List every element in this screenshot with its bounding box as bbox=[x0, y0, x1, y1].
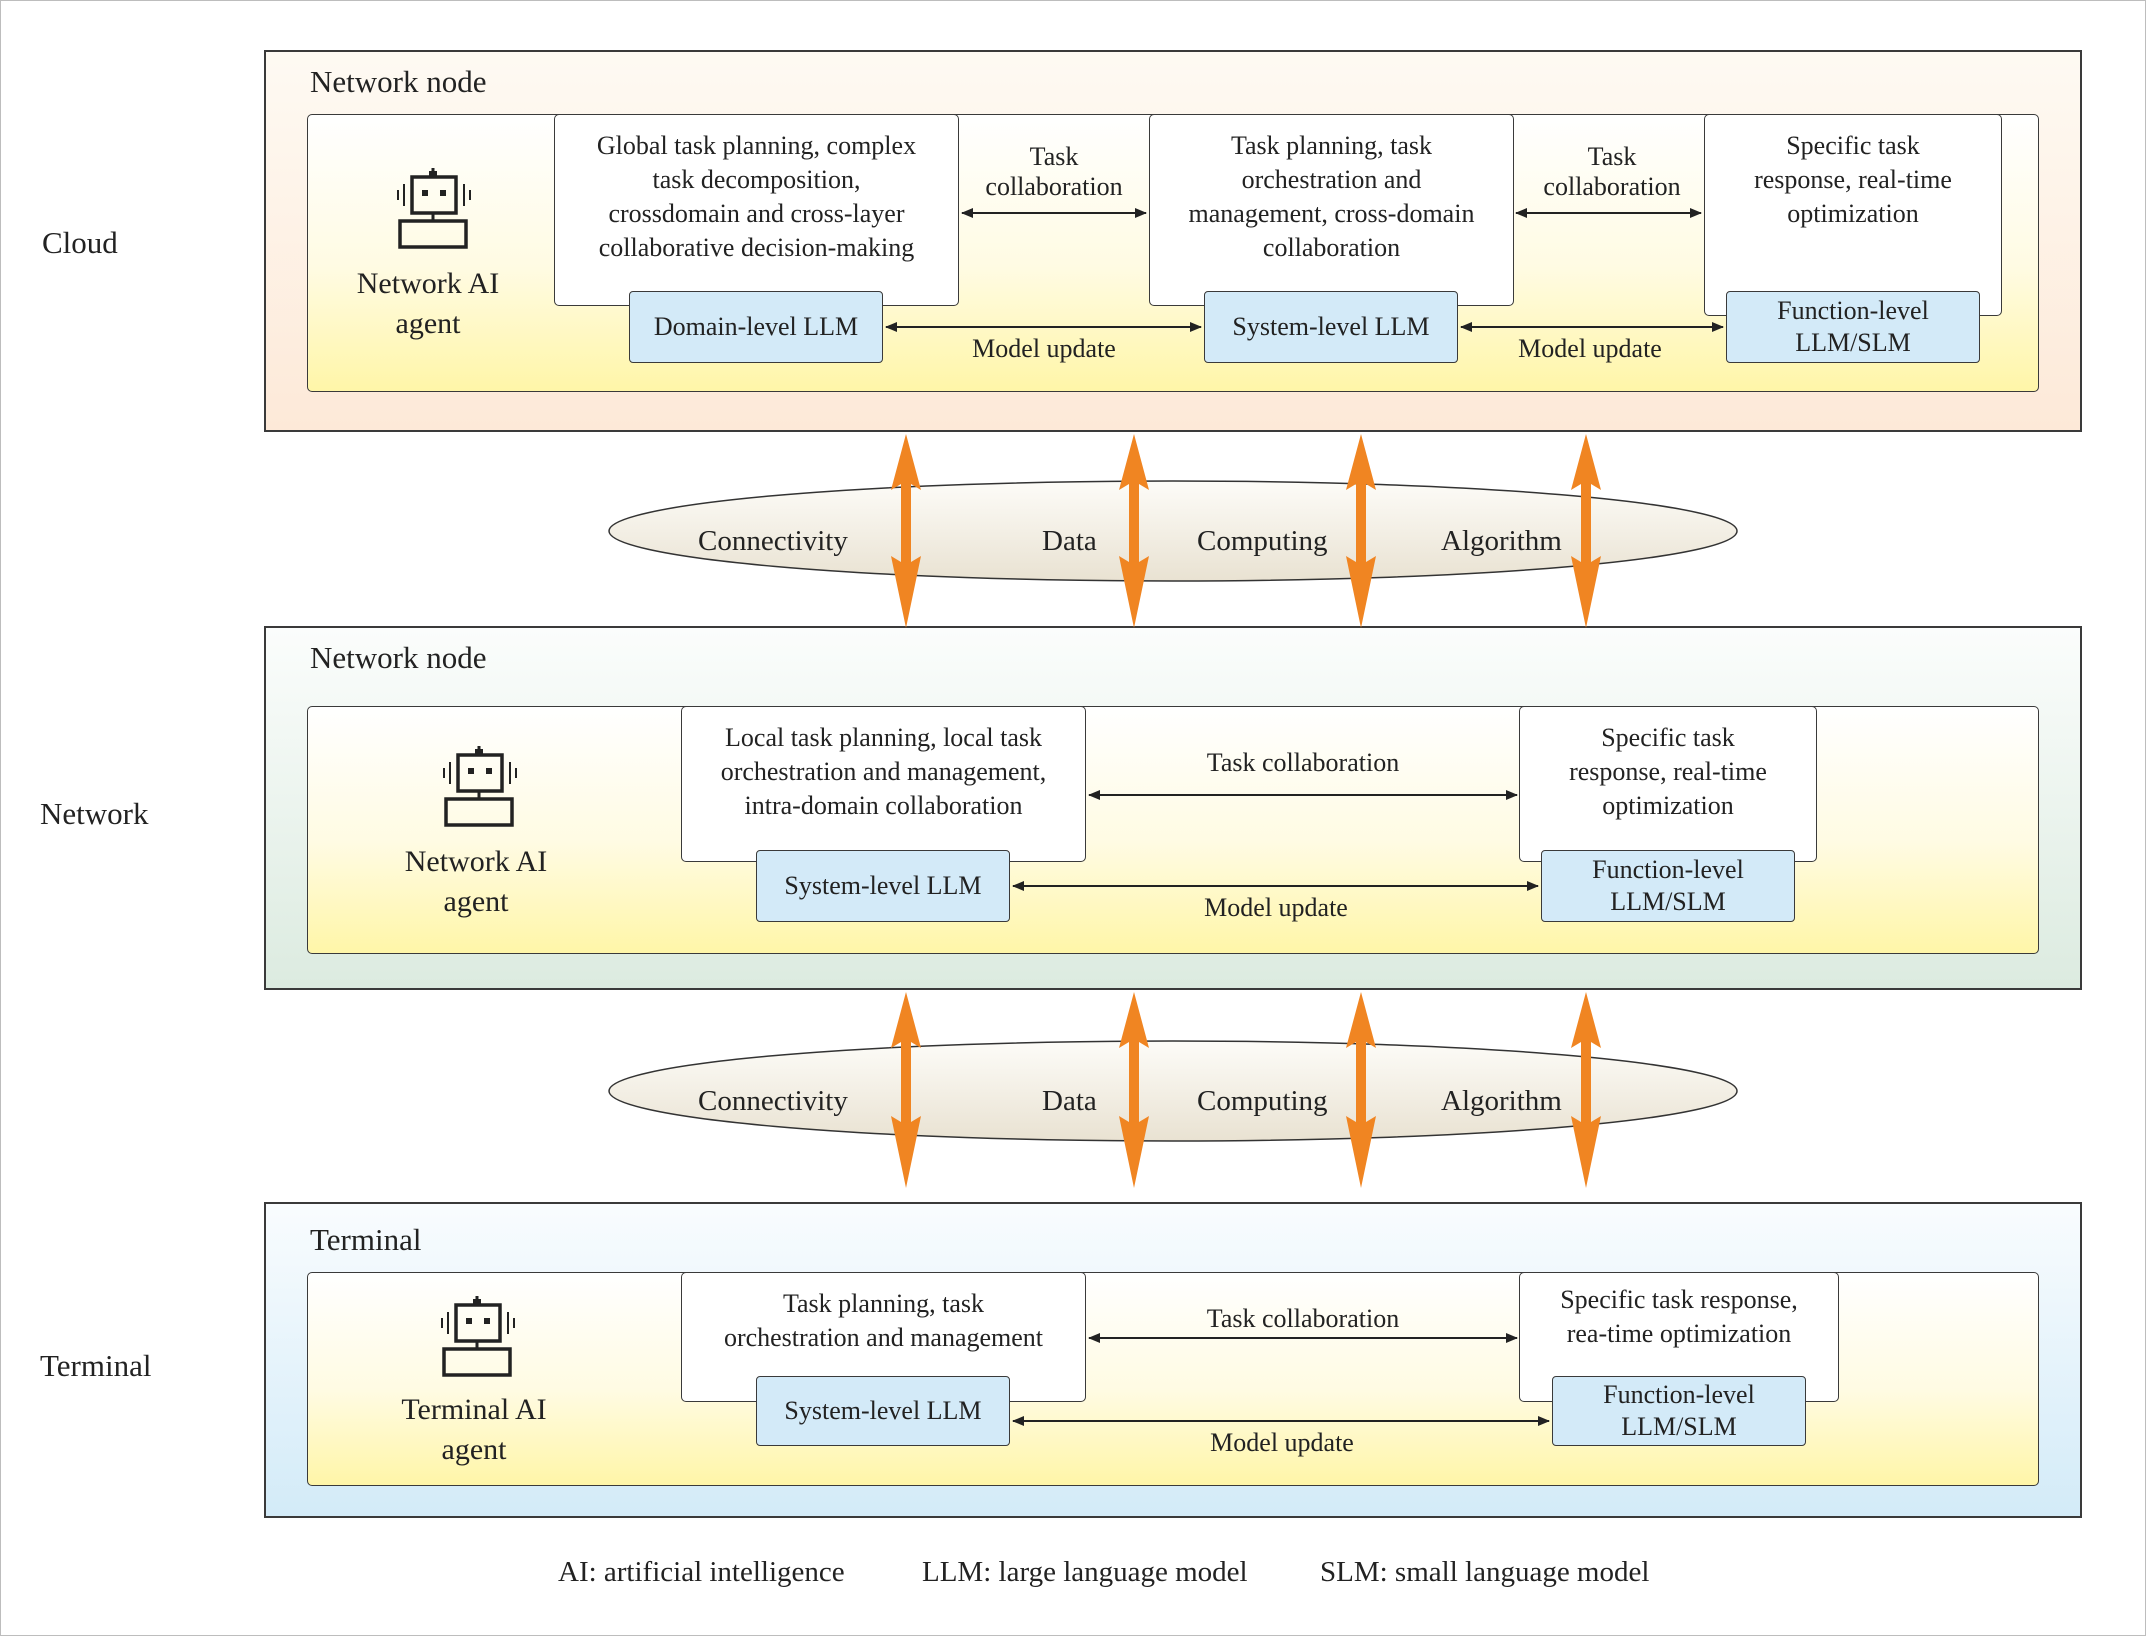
panel-title: Terminal bbox=[310, 1222, 422, 1257]
system-llm-box: System-level LLM bbox=[1204, 291, 1458, 363]
model-update-label: Model update bbox=[1518, 334, 1662, 363]
panel-title: Network node bbox=[310, 64, 487, 99]
task-collaboration-label: Task collaboration bbox=[1206, 748, 1400, 777]
domain-llm-box: Domain-level LLM bbox=[629, 291, 883, 363]
system-llm-box: System-level LLM bbox=[756, 1376, 1010, 1446]
resource-connectivity: Connectivity bbox=[698, 1085, 848, 1117]
resource-data: Data bbox=[1042, 1085, 1097, 1117]
resource-algorithm: Algorithm bbox=[1441, 525, 1562, 557]
layer-label-network: Network bbox=[40, 796, 149, 831]
model-update-label: Model update bbox=[972, 334, 1116, 363]
layer-label-terminal: Terminal bbox=[40, 1348, 152, 1383]
footer-slm: SLM: small language model bbox=[1320, 1556, 1650, 1588]
resource-computing: Computing bbox=[1197, 1085, 1328, 1117]
footer-llm: LLM: large language model bbox=[922, 1556, 1248, 1588]
resource-computing: Computing bbox=[1197, 525, 1328, 557]
panel-title: Network node bbox=[310, 640, 487, 675]
resource-algorithm: Algorithm bbox=[1441, 1085, 1562, 1117]
robot-icon bbox=[434, 1296, 524, 1386]
task-collaboration-label: Task collaboration bbox=[1206, 1304, 1400, 1333]
model-update-label: Model update bbox=[1204, 893, 1348, 922]
agent-label: Terminal AI agent bbox=[401, 1393, 547, 1466]
agent-label: Network AI agent bbox=[356, 267, 500, 340]
resource-data: Data bbox=[1042, 525, 1097, 557]
robot-icon bbox=[436, 746, 526, 836]
system-llm-box: System-level LLM bbox=[756, 850, 1010, 922]
robot-icon bbox=[390, 168, 480, 258]
resource-connectivity: Connectivity bbox=[698, 525, 848, 557]
model-update-label: Model update bbox=[1210, 1428, 1354, 1457]
footer-ai: AI: artificial intelligence bbox=[558, 1556, 845, 1588]
layer-label-cloud: Cloud bbox=[42, 225, 118, 260]
agent-label: Network AI agent bbox=[404, 845, 548, 918]
